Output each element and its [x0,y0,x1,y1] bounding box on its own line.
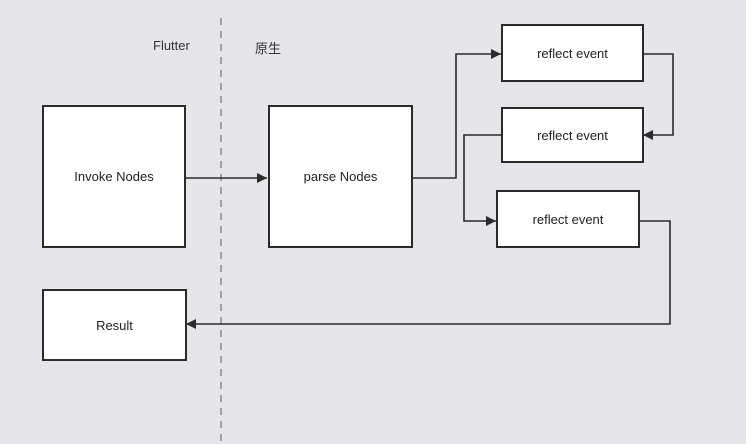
parse-nodes-label: parse Nodes [303,169,378,184]
lane-label-flutter: Flutter [153,38,190,53]
reflect-event-label-3: reflect event [532,211,604,227]
reflect-event-label-2: reflect event [537,127,608,143]
connector-parse-to-reflect-1 [412,49,501,179]
reflect-event-label-1: reflect event [537,45,608,61]
reflect-event-box-2: reflect event [501,107,644,163]
parse-nodes-box: parse Nodes [268,105,413,248]
result-box: Result [42,289,187,361]
result-label: Result [96,317,133,333]
connector-reflect-2-to-reflect-3 [463,134,501,226]
connector-reflect-1-to-reflect-2 [642,53,674,140]
reflect-event-box-3: reflect event [496,190,640,248]
invoke-nodes-label: Invoke Nodes [74,169,154,184]
lane-label-native: 原生 [255,41,282,56]
reflect-event-box-1: reflect event [501,24,644,82]
invoke-nodes-box: Invoke Nodes [42,105,186,248]
connector-reflect-3-to-result [186,220,671,329]
